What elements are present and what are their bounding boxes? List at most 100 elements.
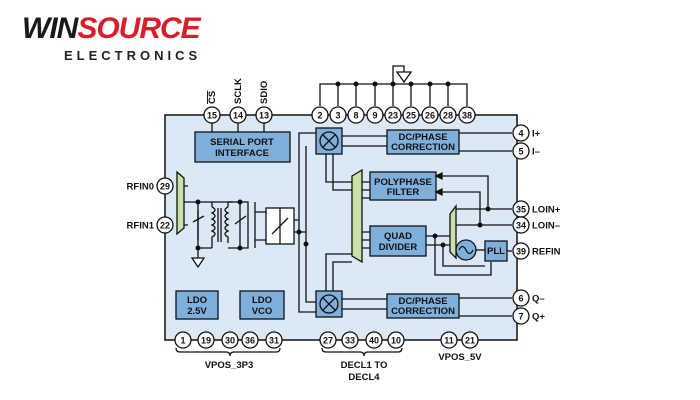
dc-phase-top-label-2: CORRECTION <box>391 142 455 153</box>
pin-30: 30 <box>221 331 239 349</box>
pin-15: 15 <box>203 106 221 124</box>
svg-text:19: 19 <box>201 335 211 345</box>
group-label-vpos-3p3: VPOS_3P3 <box>205 360 254 371</box>
dc-phase-correction-top <box>386 129 460 155</box>
dc-phase-correction-bottom <box>386 293 460 319</box>
pin-13: 13 <box>255 106 273 124</box>
svg-text:38: 38 <box>462 110 472 120</box>
svg-text:29: 29 <box>160 181 170 191</box>
svg-text:35: 35 <box>516 204 526 214</box>
svg-text:28: 28 <box>443 110 453 120</box>
pin-31: 31 <box>265 331 283 349</box>
svg-text:30: 30 <box>225 335 235 345</box>
ldo-vco-block <box>239 290 285 320</box>
pin-label-rfin0: RFIN0 <box>127 182 154 193</box>
serial-port-label-1: SERIAL PORT <box>210 137 274 148</box>
svg-text:36: 36 <box>245 335 255 345</box>
logo-source: SOURCE <box>77 12 200 45</box>
quad-divider-label-2: DIVIDER <box>379 242 418 253</box>
dc-phase-top-label-1: DC/PHASE <box>398 132 447 143</box>
svg-text:10: 10 <box>391 335 401 345</box>
svg-text:14: 14 <box>233 110 243 120</box>
svg-text:3: 3 <box>335 110 340 120</box>
svg-text:34: 34 <box>516 220 526 230</box>
logo-win: WIN <box>22 12 78 45</box>
svg-text:40: 40 <box>369 335 379 345</box>
pin-19: 19 <box>197 331 215 349</box>
pin-35: 35 <box>512 200 530 218</box>
group-label-decl-2: DECL4 <box>348 372 380 383</box>
pin-4: 4 <box>512 124 530 142</box>
pin-38: 38 <box>458 106 476 124</box>
pin-label-rfin1: RFIN1 <box>127 221 155 232</box>
svg-text:7: 7 <box>518 311 523 321</box>
svg-text:39: 39 <box>516 246 526 256</box>
svg-text:22: 22 <box>160 220 170 230</box>
pin-14: 14 <box>229 106 247 124</box>
ground-icon-rf <box>190 257 206 269</box>
group-label-vpos-5v: VPOS_5V <box>438 352 482 363</box>
svg-text:21: 21 <box>465 335 475 345</box>
polyphase-filter-block <box>369 171 437 201</box>
serial-port-interface-block <box>194 131 291 163</box>
svg-text:26: 26 <box>425 110 435 120</box>
logo-subtitle: ELECTRONICS <box>64 48 202 63</box>
pin-label-cs: CS <box>207 91 218 104</box>
logo-wordmark: WINSOURCE <box>22 12 201 46</box>
svg-text:11: 11 <box>444 335 454 345</box>
pin-21: 21 <box>461 331 479 349</box>
quad-divider-label-1: QUAD <box>384 231 412 242</box>
svg-text:2: 2 <box>317 110 322 120</box>
pin-label-4: REFIN <box>532 247 561 258</box>
pin-label-6: Q+ <box>532 312 545 323</box>
serial-port-label-2: INTERFACE <box>215 148 269 159</box>
dc-phase-bottom-label-2: CORRECTION <box>391 306 455 317</box>
pin-label-sclk: SCLK <box>233 78 244 104</box>
svg-text:1: 1 <box>180 335 185 345</box>
pin-36: 36 <box>241 331 259 349</box>
ldovco-label-2: VCO <box>252 306 273 317</box>
quad-divider-block <box>369 225 427 257</box>
pin-label-0: I+ <box>532 129 541 140</box>
pin-28: 28 <box>439 106 457 124</box>
pin-39: 39 <box>512 242 530 260</box>
pin-1: 1 <box>174 331 192 349</box>
pin-3: 3 <box>329 106 347 124</box>
pin-34: 34 <box>512 216 530 234</box>
rf-input-mux <box>176 170 185 236</box>
svg-text:15: 15 <box>207 110 217 120</box>
ldo25-label-1: LDO <box>187 295 207 306</box>
ldovco-label-1: LDO <box>252 295 272 306</box>
ldo25-label-2: 2.5V <box>187 306 207 317</box>
svg-text:25: 25 <box>406 110 416 120</box>
pin-10: 10 <box>387 331 405 349</box>
pin-29: 29 <box>156 177 174 195</box>
svg-text:33: 33 <box>345 335 355 345</box>
svg-text:23: 23 <box>388 110 398 120</box>
pin-7: 7 <box>512 307 530 325</box>
ground-bus <box>319 65 468 106</box>
pin-2: 2 <box>311 106 329 124</box>
pin-23: 23 <box>384 106 402 124</box>
svg-text:5: 5 <box>518 146 523 156</box>
pin-label-3: LOIN– <box>532 221 560 232</box>
svg-text:6: 6 <box>518 293 523 303</box>
pin-22: 22 <box>156 216 174 234</box>
pin-label-5: Q– <box>532 294 545 305</box>
ground-icon <box>395 71 413 84</box>
pin-26: 26 <box>421 106 439 124</box>
pll-label: PLL <box>487 246 505 257</box>
pin-label-1: I– <box>532 147 540 158</box>
dc-phase-bottom-label-1: DC/PHASE <box>398 296 447 307</box>
group-label-decl-1: DECL1 TO <box>341 360 388 371</box>
polyphase-label-2: FILTER <box>387 187 420 198</box>
svg-text:4: 4 <box>518 128 523 138</box>
pin-6: 6 <box>512 289 530 307</box>
svg-text:8: 8 <box>353 110 358 120</box>
pin-33: 33 <box>341 331 359 349</box>
pin-40: 40 <box>365 331 383 349</box>
polyphase-label-1: POLYPHASE <box>374 177 432 188</box>
pin-label-sdio: SDIO <box>259 81 270 104</box>
svg-text:31: 31 <box>269 335 279 345</box>
